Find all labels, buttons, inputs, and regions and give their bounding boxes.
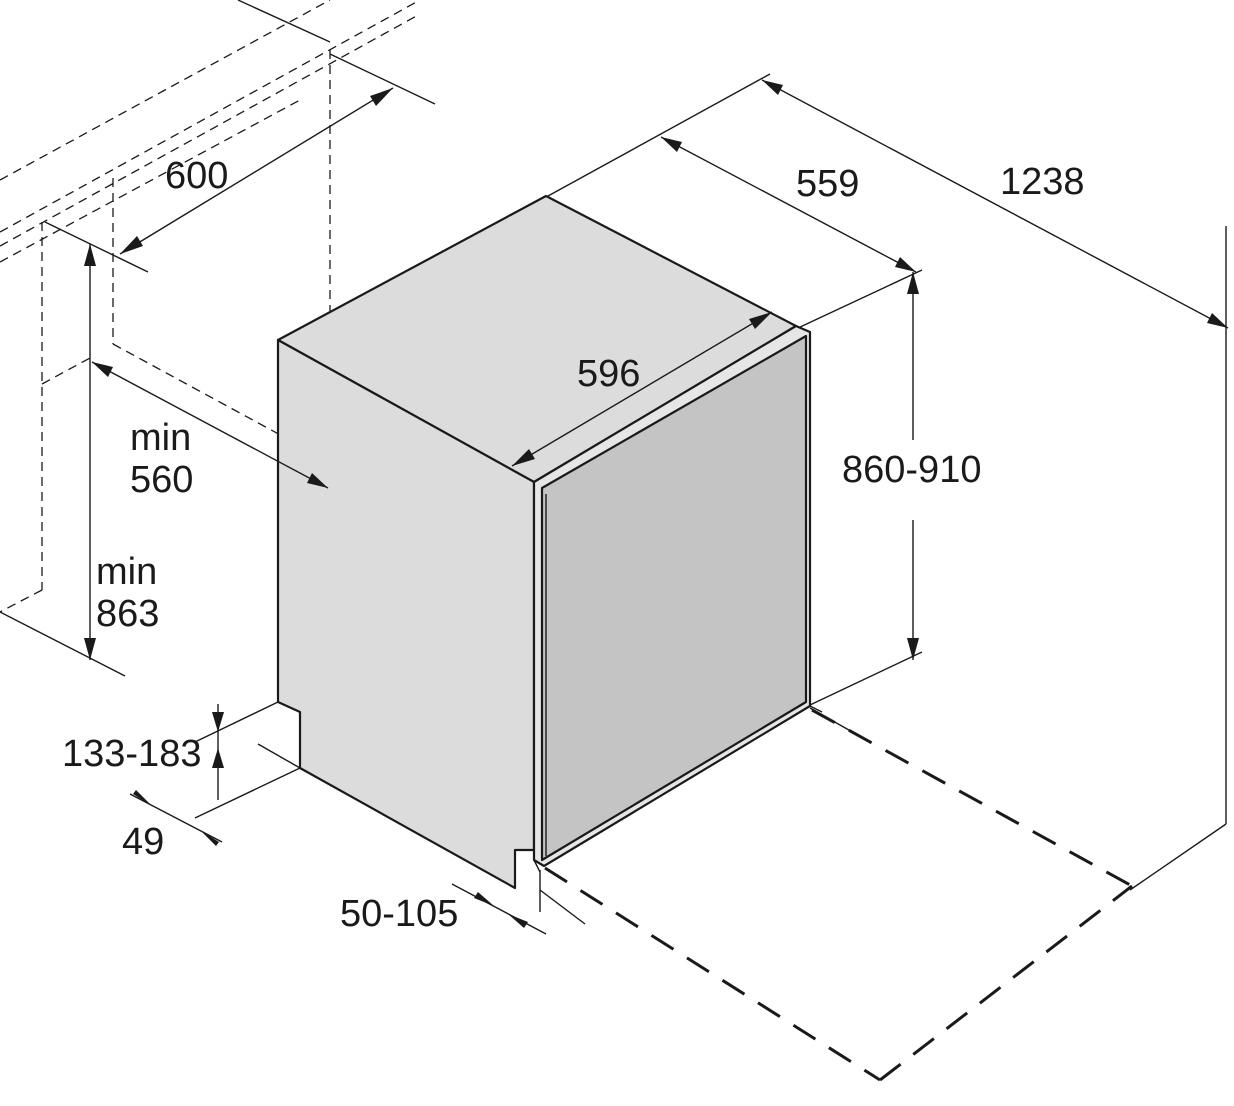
appliance-height-label: 860-910 xyxy=(842,449,981,491)
appliance-depth-label: 559 xyxy=(796,163,859,205)
open-door-floor-projection xyxy=(544,708,1133,1082)
door-offset-label: 50-105 xyxy=(340,893,458,935)
door-panel xyxy=(540,334,808,862)
niche-depth-label: 600 xyxy=(165,155,228,197)
dimension-lines xyxy=(84,79,1229,935)
total-depth-label: 1238 xyxy=(1000,161,1085,203)
dimension-labels: 600 559 1238 596 860-910 min 560 min 863… xyxy=(62,155,1085,935)
plinth-height-label: 133-183 xyxy=(62,733,201,775)
appliance-width-label: 596 xyxy=(577,353,640,395)
niche-height-prefix: min xyxy=(96,551,157,593)
niche-height-value: 863 xyxy=(96,593,159,635)
dishwasher-body xyxy=(276,194,823,890)
niche-width-prefix: min xyxy=(130,417,191,459)
niche-width-value: 560 xyxy=(130,459,193,501)
plinth-recess-label: 49 xyxy=(122,821,164,863)
